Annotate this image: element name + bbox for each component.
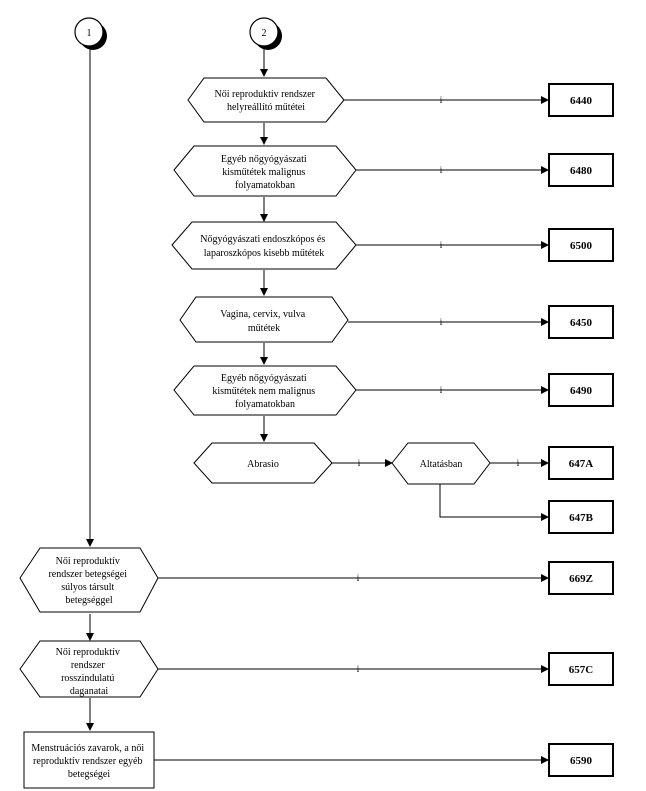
code-6480-label: 6480 xyxy=(570,165,593,177)
decision-d9-line-2: rendszer xyxy=(71,660,106,671)
svg-text:Vagina, cervix, vulva mű: Vagina, cervix, vulva műtétek xyxy=(220,309,307,334)
decision-d6[interactable]: Abrasio xyxy=(193,442,333,484)
code-box-669Z[interactable]: 669Z xyxy=(548,561,614,595)
code-647B-label: 647B xyxy=(569,512,594,524)
decision-d4[interactable]: Vagina, cervix, vulva műtétek xyxy=(179,296,349,343)
edge-label-d3: i xyxy=(440,240,443,250)
decision-d8-line-4: betegséggel xyxy=(65,595,112,606)
code-box-6450[interactable]: 6450 xyxy=(548,305,614,339)
code-box-647B[interactable]: 647B xyxy=(548,500,614,534)
decision-d5[interactable]: Egyéb nőgyógyászati kisműtétek nem malig… xyxy=(173,365,357,416)
decision-d5-line-1: Egyéb nőgyógyászati xyxy=(221,373,307,384)
decision-d2-line-3: folyamatokban xyxy=(235,180,295,191)
svg-text:Női reproduktív rendszer: Női reproduktív rendszer betegségei súly… xyxy=(48,556,129,606)
edge-label-d6: i xyxy=(358,458,361,468)
decision-d1[interactable]: Női reproduktív rendszer helyreállító mű… xyxy=(187,77,345,123)
decision-d3[interactable]: Nőgyógyászati endoszkópos és laparoszkóp… xyxy=(171,221,357,270)
decision-d4-line-1: Vagina, cervix, vulva xyxy=(220,309,306,320)
code-6500-label: 6500 xyxy=(570,240,593,252)
decision-d5-line-3: folyamatokban xyxy=(235,399,295,410)
code-6440-label: 6440 xyxy=(570,95,593,107)
decision-d7-line-1: Altatásban xyxy=(420,459,463,470)
edge-label-d7: i xyxy=(517,458,520,468)
decision-d4-line-2: műtétek xyxy=(248,323,280,334)
code-647A-label: 647A xyxy=(569,458,594,470)
svg-text:Egyéb nőgyógyászati kism: Egyéb nőgyógyászati kisműtétek nem malig… xyxy=(212,373,317,410)
code-6450-label: 6450 xyxy=(570,317,593,329)
edge-label-d5: i xyxy=(440,385,443,395)
svg-text:Egyéb nőgyógyászati kism: Egyéb nőgyógyászati kisműtétek malignus … xyxy=(221,154,309,191)
edge-label-d4: i xyxy=(440,317,443,327)
decision-d2[interactable]: Egyéb nőgyógyászati kisműtétek malignus … xyxy=(173,145,357,197)
decision-d1-line-1: Női reproduktív rendszer xyxy=(214,89,315,100)
code-box-647A[interactable]: 647A xyxy=(548,446,614,480)
decision-d8[interactable]: Női reproduktív rendszer betegségei súly… xyxy=(19,547,159,613)
decision-d9-line-3: rosszindulatú xyxy=(61,673,114,684)
svg-text:Női reproduktív rendszer: Női reproduktív rendszer rosszindulatú d… xyxy=(56,647,123,697)
code-6590-label: 6590 xyxy=(570,755,593,767)
connector-2[interactable]: 2 xyxy=(249,17,282,50)
code-box-6440[interactable]: 6440 xyxy=(548,83,614,117)
edge-label-d9: i xyxy=(357,664,360,674)
process-p1-line-3: betegségei xyxy=(68,769,110,780)
decision-d5-line-2: kisműtétek nem malignus xyxy=(212,386,315,397)
connector-2-label: 2 xyxy=(262,28,267,39)
connector-1-label: 1 xyxy=(87,28,92,39)
code-657C-label: 657C xyxy=(569,664,594,676)
decision-d2-line-1: Egyéb nőgyógyászati xyxy=(221,154,307,165)
process-p1-line-1: Menstruációs zavarok, a női xyxy=(31,743,144,754)
decision-d8-line-2: rendszer betegségei xyxy=(48,569,127,580)
svg-text:Női reproduktív rendszer: Női reproduktív rendszer helyreállító mű… xyxy=(214,89,317,113)
code-box-657C[interactable]: 657C xyxy=(548,652,614,686)
connector-1[interactable]: 1 xyxy=(74,17,107,50)
code-box-6590[interactable]: 6590 xyxy=(548,743,614,777)
code-box-6500[interactable]: 6500 xyxy=(548,228,614,262)
decision-d8-line-1: Női reproduktív xyxy=(56,556,120,567)
decision-d3-line-1: Nőgyógyászati endoszkópos és xyxy=(200,234,325,245)
code-669Z-label: 669Z xyxy=(569,573,593,585)
decision-d1-line-2: helyreállító műtétei xyxy=(227,102,305,113)
decision-d9-line-1: Női reproduktív xyxy=(56,647,120,658)
decision-d8-line-3: súlyos társult xyxy=(61,582,114,593)
connector-lines xyxy=(86,48,549,764)
decision-d6-line-1: Abrasio xyxy=(247,459,279,470)
decision-d2-line-2: kisműtétek malignus xyxy=(222,167,305,178)
process-p1-line-2: reproduktív rendszer egyéb xyxy=(33,756,142,767)
decision-d9-line-4: daganatai xyxy=(70,686,109,697)
edge-labels: i i i i i i i i i xyxy=(357,95,520,674)
decision-d7[interactable]: Altatásban xyxy=(391,442,491,485)
edge-label-d1: i xyxy=(440,95,443,105)
svg-text:Menstruációs zavarok, a női: Menstruációs zavarok, a női reproduktív … xyxy=(31,743,146,780)
edge-label-d2: i xyxy=(440,165,443,175)
decision-d3-line-2: laparoszkópos kisebb műtétek xyxy=(204,248,325,259)
edge-label-d8: i xyxy=(357,573,360,583)
code-6490-label: 6490 xyxy=(570,385,593,397)
svg-text:Nőgyógyászati endoszkópos és: Nőgyógyászati endoszkópos és laparoszkóp… xyxy=(200,234,327,259)
code-box-6490[interactable]: 6490 xyxy=(548,373,614,407)
process-p1[interactable]: Menstruációs zavarok, a női reproduktív … xyxy=(23,731,155,789)
decision-d9[interactable]: Női reproduktív rendszer rosszindulatú d… xyxy=(19,640,159,698)
code-box-6480[interactable]: 6480 xyxy=(548,153,614,187)
